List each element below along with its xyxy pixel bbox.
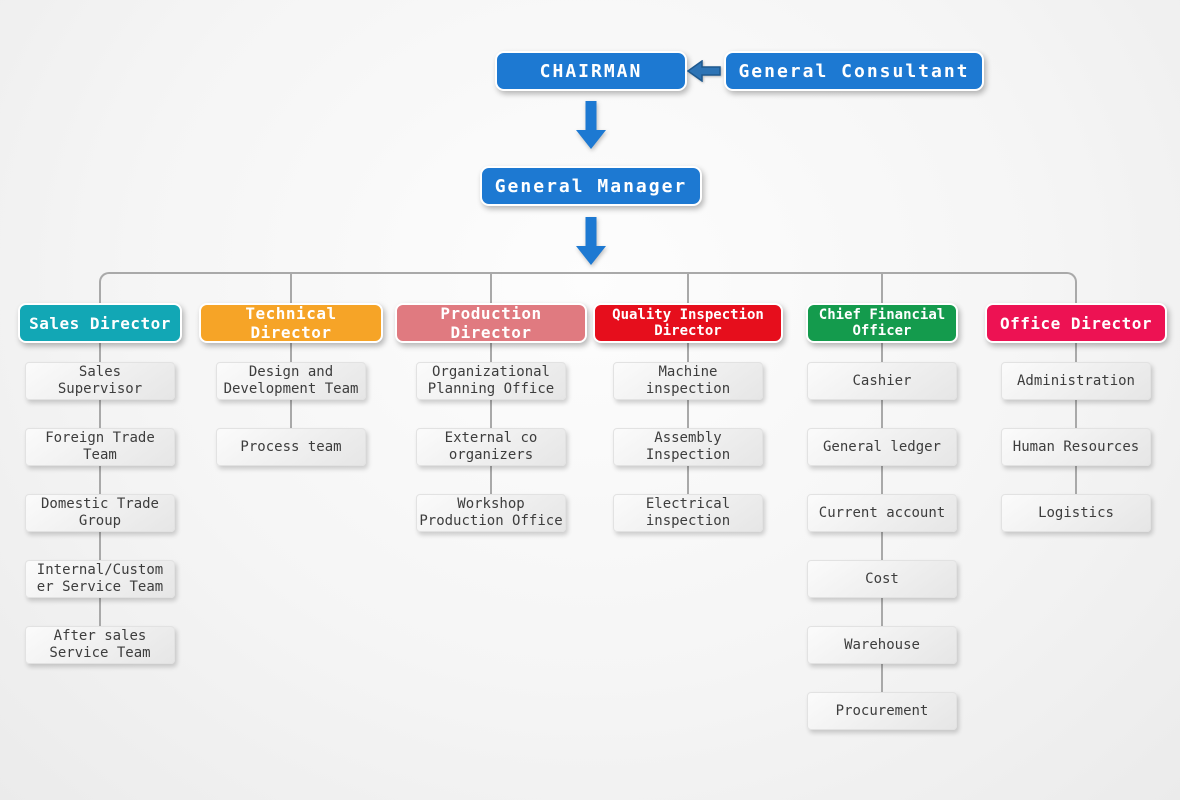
arrow-down-icon <box>576 217 606 265</box>
org-node-technical-0: Design and Development Team <box>216 362 366 400</box>
connector-vline <box>490 303 492 513</box>
arrow-left-icon <box>687 60 721 82</box>
connector-drop <box>881 272 883 304</box>
org-node-office-2: Logistics <box>1001 494 1151 532</box>
org-node-office-0: Administration <box>1001 362 1151 400</box>
org-node-sales-3: Internal/Custom er Service Team <box>25 560 175 598</box>
director-box-cfo: Chief Financial Officer <box>806 303 958 343</box>
org-node-cfo-3: Cost <box>807 560 957 598</box>
arrow-down-icon <box>576 101 606 149</box>
org-node-cfo-0: Cashier <box>807 362 957 400</box>
director-box-office: Office Director <box>985 303 1167 343</box>
connector-vline <box>99 303 101 645</box>
org-node-office-1: Human Resources <box>1001 428 1151 466</box>
org-node-cfo-4: Warehouse <box>807 626 957 664</box>
connector-drop <box>687 272 689 304</box>
org-node-production-0: Organizational Planning Office <box>416 362 566 400</box>
org-node-sales-2: Domestic Trade Group <box>25 494 175 532</box>
org-node-cfo-5: Procurement <box>807 692 957 730</box>
org-node-quality-0: Machine inspection <box>613 362 763 400</box>
director-box-technical: Technical Director <box>199 303 383 343</box>
connector-vline <box>1075 303 1077 513</box>
connector-vline <box>687 303 689 513</box>
org-node-sales-4: After sales Service Team <box>25 626 175 664</box>
org-node-technical-1: Process team <box>216 428 366 466</box>
org-node-production-1: External co organizers <box>416 428 566 466</box>
org-node-sales-1: Foreign Trade Team <box>25 428 175 466</box>
org-node-sales-0: Sales Supervisor <box>25 362 175 400</box>
general-consultant-box: General Consultant <box>724 51 984 91</box>
org-node-cfo-1: General ledger <box>807 428 957 466</box>
director-box-quality: Quality Inspection Director <box>593 303 783 343</box>
connector-drop <box>290 272 292 304</box>
connector-trunk <box>99 272 1077 304</box>
director-box-production: Production Director <box>395 303 587 343</box>
org-node-quality-1: Assembly Inspection <box>613 428 763 466</box>
director-box-sales: Sales Director <box>18 303 182 343</box>
general-manager-box: General Manager <box>480 166 702 206</box>
org-node-production-2: Workshop Production Office <box>416 494 566 532</box>
org-node-quality-2: Electrical inspection <box>613 494 763 532</box>
chairman-box: CHAIRMAN <box>495 51 687 91</box>
connector-drop <box>490 272 492 304</box>
org-node-cfo-2: Current account <box>807 494 957 532</box>
